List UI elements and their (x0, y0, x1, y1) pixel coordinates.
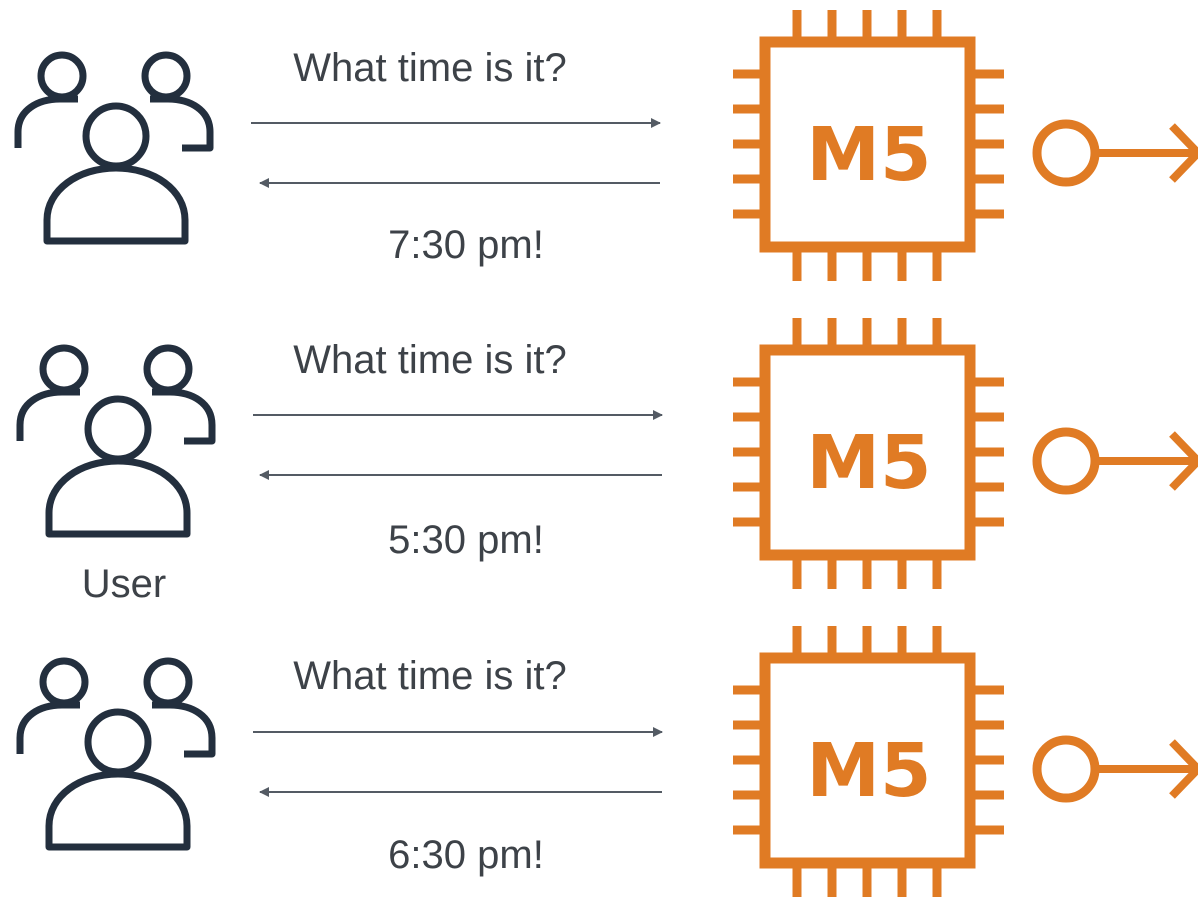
users-icon (20, 661, 212, 847)
instance-label: M5 (806, 112, 931, 198)
instance-label: M5 (806, 728, 931, 814)
instance-label: M5 (806, 420, 931, 506)
users-icon (18, 55, 210, 241)
user-label: User (82, 562, 166, 606)
row-3: What time is it? 6:30 pm! M5 (20, 626, 1198, 897)
circle-arrow-icon (1037, 432, 1198, 490)
row-2: What time is it? 5:30 pm! M5 (20, 318, 1198, 589)
request-text: What time is it? (293, 338, 566, 382)
request-text: What time is it? (293, 46, 566, 90)
users-icon (20, 348, 212, 534)
circle-arrow-icon (1037, 124, 1198, 182)
row-1: What time is it? 7:30 pm! M5 (18, 10, 1198, 281)
circle-arrow-icon (1037, 740, 1198, 798)
response-text: 6:30 pm! (388, 833, 544, 877)
request-text: What time is it? (293, 654, 566, 698)
response-text: 7:30 pm! (388, 223, 544, 267)
response-text: 5:30 pm! (388, 518, 544, 562)
